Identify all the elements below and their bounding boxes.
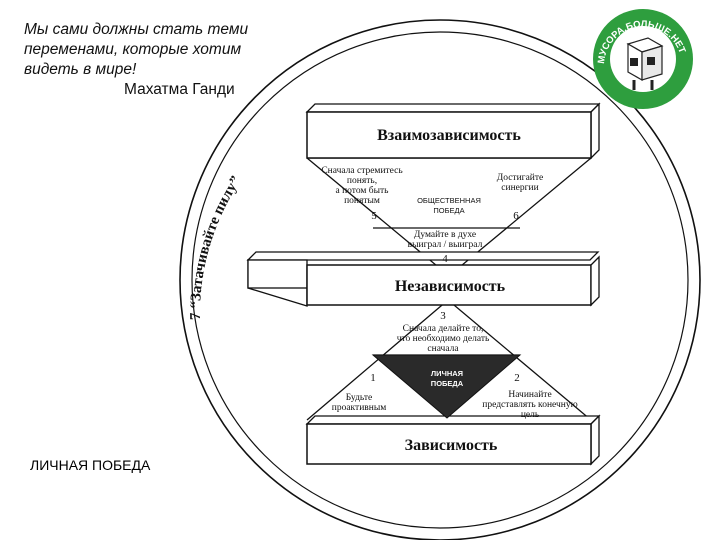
habit-text: понять,: [347, 176, 377, 186]
habit-text: Сначала стремитесь: [321, 166, 403, 176]
quote-line: видеть в мире!: [24, 61, 137, 78]
private-victory-line: ПОБЕДА: [431, 379, 464, 388]
independence-bar: Независимость: [246, 251, 600, 307]
habit-text: сначала: [427, 344, 459, 354]
habit-5: Сначала стремитесь понять, а потом быть …: [321, 166, 403, 222]
habit-text: цель: [521, 410, 540, 420]
habit-text: представлять конечную: [482, 400, 577, 410]
habit-number: 1: [370, 372, 376, 384]
habit-6: Достигайте синергии 6: [497, 172, 543, 222]
public-victory-line: ПОБЕДА: [433, 206, 464, 215]
habit-text: а потом быть: [336, 185, 390, 196]
habit-text: Достигайте: [497, 172, 543, 183]
interdependence-label: Взаимозависимость: [377, 127, 521, 144]
habit-number: 4: [442, 253, 448, 265]
public-victory-line: ОБЩЕСТВЕННАЯ: [417, 196, 481, 205]
cube-mascot-icon: [626, 37, 664, 90]
habit-text: Сначала делайте то,: [403, 323, 484, 334]
habit-4: Думайте в духе выиграл / выиграл 4: [408, 229, 483, 265]
quote-line: переменами, которые хотим: [24, 41, 242, 58]
habit-text: синергии: [501, 183, 538, 193]
habit-text: понятым: [344, 196, 380, 206]
habit-text: Будьте: [346, 393, 373, 403]
quote: Мы сами должны стать теми переменами, ко…: [24, 20, 314, 100]
slide-caption: ЛИЧНАЯ ПОБЕДА: [30, 457, 151, 473]
private-victory-line: ЛИЧНАЯ: [431, 369, 463, 378]
private-victory-triangle: [371, 354, 522, 419]
sharpen-saw-label: 7 “Затачивайте пилу”: [188, 173, 244, 320]
habit-text: что необходимо делать: [397, 333, 490, 344]
dependence-label: Зависимость: [405, 437, 498, 454]
habit-number: 5: [371, 210, 377, 222]
quote-author: Махатма Ганди: [124, 81, 235, 98]
dependence-bar: Зависимость: [305, 414, 601, 466]
habit-number: 2: [514, 372, 520, 384]
independence-label: Независимость: [395, 278, 506, 295]
habit-1: 1 Будьте проактивным: [332, 372, 387, 413]
habit-number: 3: [440, 310, 446, 322]
habit-text: проактивным: [332, 403, 387, 413]
quote-line: Мы сами должны стать теми: [24, 21, 249, 38]
outer-circle: [179, 19, 701, 540]
habit-3: 3 Сначала делайте то, что необходимо дел…: [397, 310, 490, 354]
musora-logo: МУСОРА.БОЛЬШЕ.НЕТ: [593, 9, 693, 109]
habit-number: 6: [513, 210, 519, 222]
inner-circle: [191, 31, 689, 529]
habit-2: 2 Начинайте представлять конечную цель: [482, 372, 577, 420]
habit-text: Думайте в духе: [414, 229, 476, 240]
interdependence-bar: Взаимозависимость: [305, 102, 601, 160]
habit-text: выиграл / выиграл: [408, 240, 483, 250]
habit-text: Начинайте: [508, 389, 551, 400]
